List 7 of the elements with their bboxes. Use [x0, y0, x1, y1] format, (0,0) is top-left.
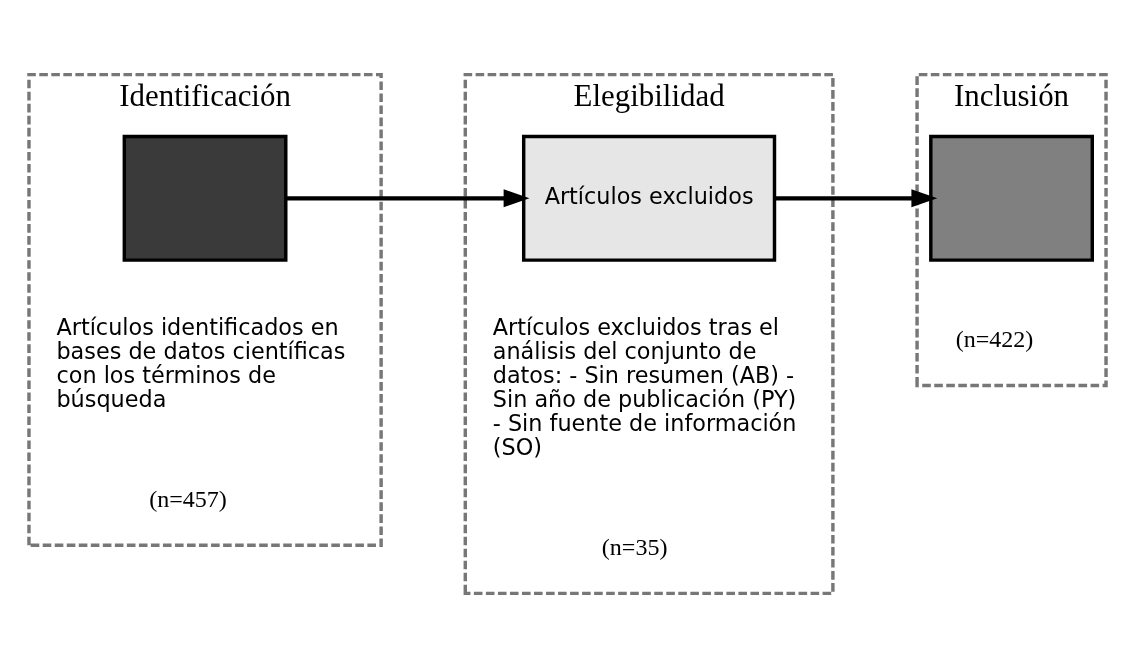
cluster: Identificación Artículos identificados en bases de datos científicas con los términos de búsqueda (n=457) — [27, 72, 383, 547]
node-box: Artículos excluidos — [522, 134, 777, 262]
node-box — [929, 134, 1094, 262]
arrow — [774, 188, 938, 207]
node-box — [122, 134, 288, 262]
arrow — [286, 188, 530, 207]
cluster: Inclusión (n=422) — [915, 72, 1108, 387]
